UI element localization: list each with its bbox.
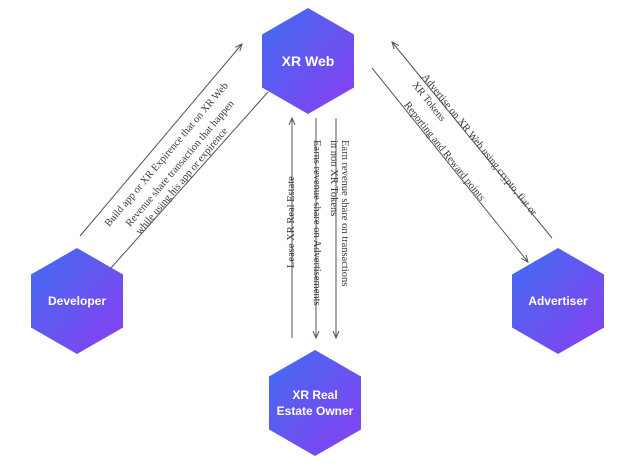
node-label-xr-real-estate-owner: XR Real Estate Owner	[276, 388, 354, 418]
node-xr-real-estate-owner: XR Real Estate Owner	[267, 350, 363, 456]
edge-label-earn-tx-2: in non XR Tokens	[328, 140, 339, 217]
hexagon-shape	[31, 248, 123, 354]
line-xrweb-to-developer	[102, 91, 269, 278]
line-advertiser-to-xrweb	[392, 42, 553, 239]
edge-label-lease: Lease XR Real Estate	[286, 176, 297, 268]
node-advertiser: Advertiser	[510, 248, 606, 354]
edge-label-earns-ads: Earns revenue share on Advertisements	[311, 140, 322, 306]
hexagon-shape	[512, 248, 604, 354]
node-label-advertiser: Advertiser	[528, 294, 588, 308]
line-xrweb-to-advertiser	[371, 67, 528, 262]
hexagon-shape	[262, 8, 354, 114]
hexagon-shape	[269, 350, 361, 456]
node-label-developer: Developer	[47, 294, 107, 308]
node-xr-web: XR Web	[260, 8, 356, 114]
line-developer-to-xrweb	[79, 44, 242, 237]
node-label-xr-web: XR Web	[281, 53, 335, 69]
edge-label-earn-tx-1: Earn revenue share on transactions	[339, 140, 350, 287]
node-developer: Developer	[29, 248, 125, 354]
